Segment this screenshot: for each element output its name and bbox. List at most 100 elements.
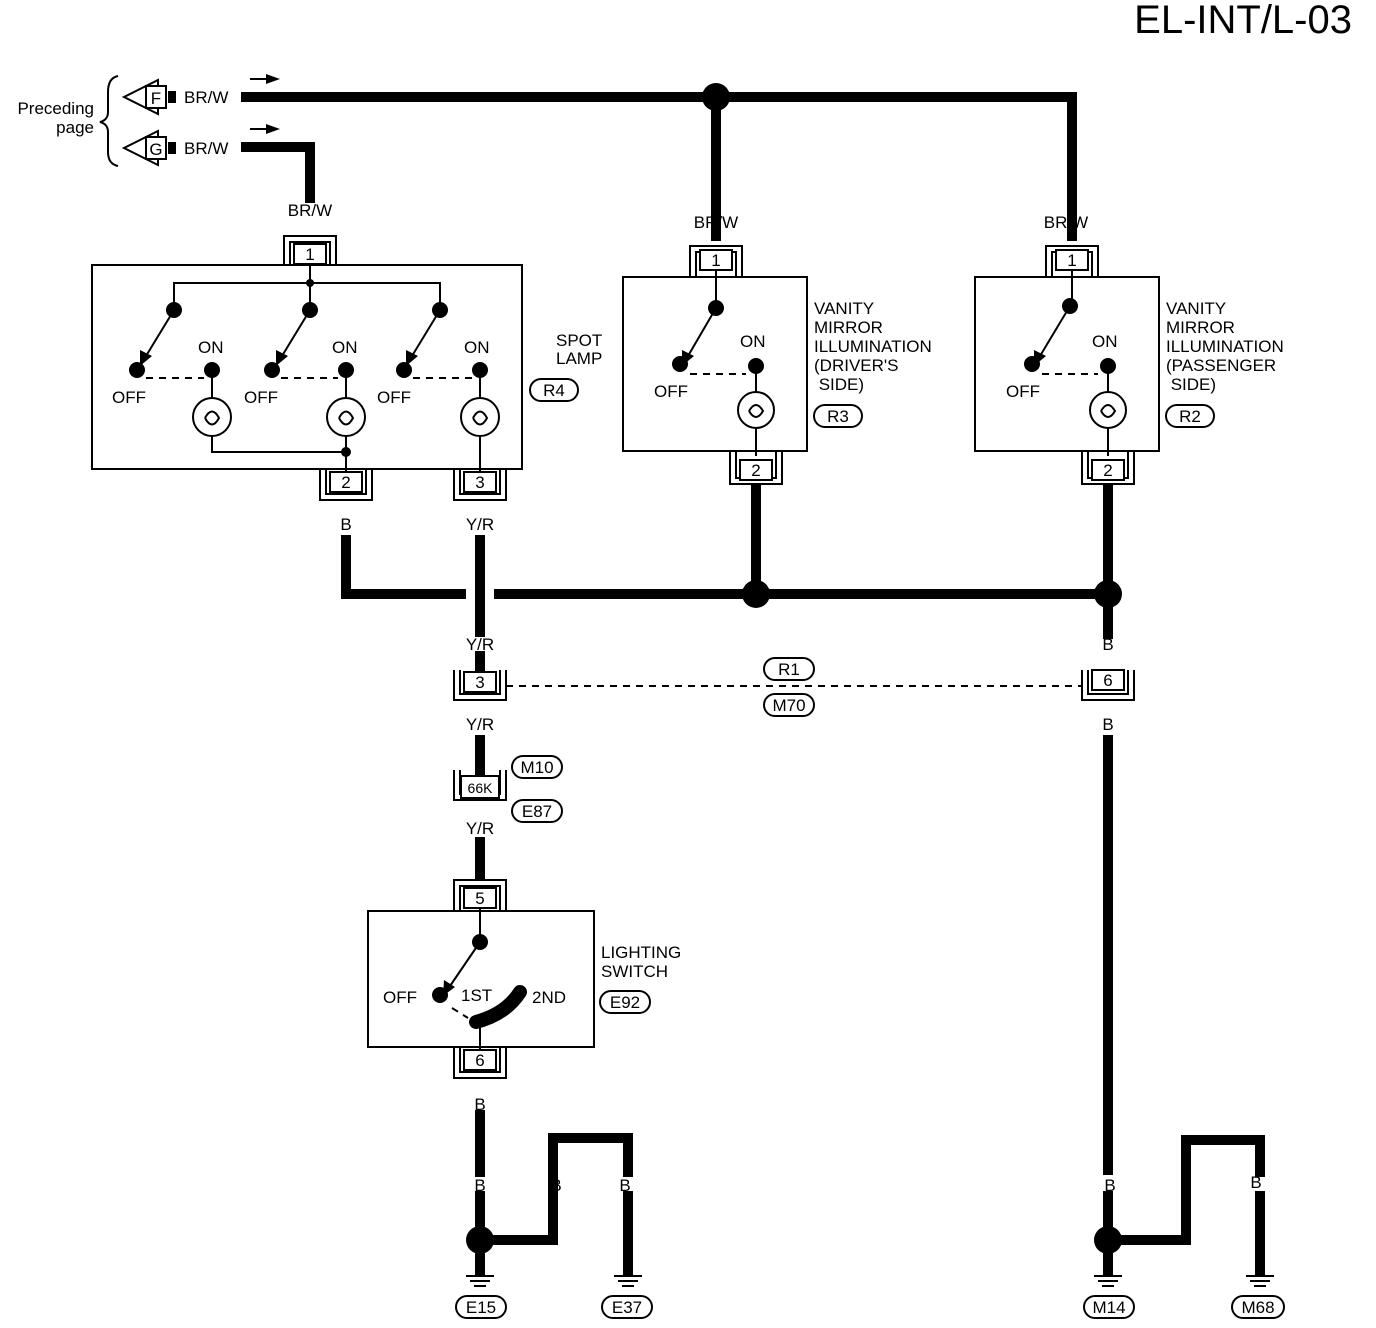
vanity-passenger-name-line1: VANITY (1166, 299, 1226, 318)
ground-e37: E37 (601, 1275, 653, 1319)
vanity-passenger-name-line2: MIRROR (1166, 318, 1235, 337)
lighting-switch-name-line2: SWITCH (601, 962, 668, 981)
junction-r1-m70: Y/R B 3 6 R1 M70 Y/R B (453, 635, 1135, 734)
vanity-passenger-pin-2: 2 (1103, 461, 1112, 480)
wire-color-g: BR/W (184, 139, 228, 158)
wire-color-label: B (619, 1176, 630, 1195)
vanity-driver-name-line5: SIDE) (814, 375, 864, 394)
lighting-switch-name-line1: LIGHTING (601, 943, 681, 962)
ground-m68-label: M68 (1241, 1298, 1274, 1317)
spot-lamp-box (91, 264, 523, 470)
spot-lamp-name-line1: SPOT (556, 331, 602, 350)
ground-m68: M68 (1231, 1275, 1285, 1319)
off-label: OFF (654, 382, 688, 401)
spot-lamp: BR/W 1 OFF ON OFF (91, 201, 602, 534)
wire-color-label: B (1102, 635, 1113, 654)
wire-color-label: B (550, 1176, 561, 1195)
lighting-switch-pin-5: 5 (475, 889, 484, 908)
page-code: EL-INT/L-03 (1134, 0, 1352, 42)
off-label: OFF (112, 388, 146, 407)
on-label: ON (198, 338, 224, 357)
preceding-page-reference: Preceding page (17, 75, 119, 167)
off-label: OFF (244, 388, 278, 407)
arrow-head-icon (140, 350, 152, 366)
preceding-brace (99, 75, 119, 167)
vanity-mirror-driver: BR/W 1 OFF ON 2 B VANITY MIRROR ILLUMINA… (622, 213, 932, 518)
lighting-switch-pin-6: 6 (475, 1051, 484, 1070)
off-label: OFF (377, 388, 411, 407)
vanity-driver-name-line4: (DRIVER'S (814, 356, 898, 375)
lighting-1st-label: 1ST (461, 986, 492, 1005)
vanity-driver-name-line2: MIRROR (814, 318, 883, 337)
ground-icon (466, 1275, 494, 1287)
arrow-head-icon (276, 350, 288, 366)
vanity-passenger-connector: R2 (1179, 407, 1201, 426)
ground-e15-label: E15 (466, 1298, 496, 1317)
spot-lamp-connector: R4 (543, 381, 565, 400)
wire-color-label: B (750, 499, 761, 518)
on-label: ON (332, 338, 358, 357)
wire-color-f: BR/W (184, 88, 228, 107)
ground-m14: M14 (1083, 1245, 1135, 1319)
splice-point (742, 580, 770, 608)
ground-icon (1094, 1275, 1122, 1287)
wire-color-label: B (1180, 1173, 1191, 1192)
connector-g: G BR/W (121, 124, 280, 167)
vanity-driver-name-line1: VANITY (814, 299, 874, 318)
wire-color-label: B (1102, 715, 1113, 734)
vanity-driver-pin-2: 2 (751, 461, 760, 480)
wire-color-label: BR/W (1044, 213, 1088, 232)
vanity-driver-name-line3: ILLUMINATION (814, 337, 932, 356)
wire-color-label: B (1250, 1173, 1261, 1192)
lighting-off-label: OFF (383, 988, 417, 1007)
ground-icon (614, 1275, 642, 1287)
splice-point (702, 83, 730, 111)
vanity-passenger-name-line5: SIDE) (1166, 375, 1216, 394)
wire-color-label: Y/R (466, 515, 494, 534)
connector-g-label: G (149, 140, 162, 159)
lighting-switch-connector: E92 (610, 993, 640, 1012)
wire-color-label: B (1104, 1176, 1115, 1195)
junction-e87-label: E87 (522, 802, 552, 821)
ground-e15: E15 (455, 1245, 507, 1319)
splice-point (1094, 1226, 1122, 1254)
wire-color-label: Y/R (466, 635, 494, 654)
wires (241, 92, 1265, 1277)
lighting-switch: 5 OFF 1ST 2ND 6 B LIGHTING SWITCH E92 (367, 879, 681, 1114)
on-label: ON (1092, 332, 1118, 351)
junction-pin-3: 3 (475, 673, 484, 692)
off-label: OFF (1006, 382, 1040, 401)
spot-lamp-pin-3: 3 (475, 473, 484, 492)
ground-icon (1246, 1275, 1274, 1287)
junction-m70-label: M70 (772, 696, 805, 715)
wire-color-label: Y/R (466, 715, 494, 734)
vanity-driver-connector: R3 (827, 407, 849, 426)
junction-m10-e87: 66K M10 E87 Y/R (453, 755, 563, 838)
spot-lamp-name-line2: LAMP (556, 349, 602, 368)
spot-lamp-pin-1: 1 (305, 245, 314, 264)
vanity-passenger-name-line3: ILLUMINATION (1166, 337, 1284, 356)
on-label: ON (740, 332, 766, 351)
wire-color-label: B (340, 515, 351, 534)
wire-color-label: Y/R (466, 819, 494, 838)
wire-color-label: B (474, 1095, 485, 1114)
wire-color-label: BR/W (694, 213, 738, 232)
junction-pin-66k: 66K (468, 780, 494, 796)
preceding-label-line1: Preceding (17, 99, 94, 118)
ground-m14-label: M14 (1092, 1298, 1125, 1317)
connector-f: F BR/W (121, 74, 280, 116)
vanity-mirror-passenger: BR/W 1 OFF ON 2 B VANITY MIRROR ILLUMINA… (974, 213, 1284, 518)
connector-f-label: F (151, 89, 161, 108)
wire-color-label: B (474, 1176, 485, 1195)
vanity-passenger-name-line4: (PASSENGER (1166, 356, 1276, 375)
spot-lamp-pin-2: 2 (341, 473, 350, 492)
junction-r1-label: R1 (778, 660, 800, 679)
vanity-driver-pin-1: 1 (711, 251, 720, 270)
preceding-label-line2: page (56, 118, 94, 137)
splice-point (466, 1226, 494, 1254)
wire-color-label: BR/W (288, 201, 332, 220)
ground-e37-label: E37 (612, 1298, 642, 1317)
on-label: ON (464, 338, 490, 357)
splice-point (1094, 580, 1122, 608)
